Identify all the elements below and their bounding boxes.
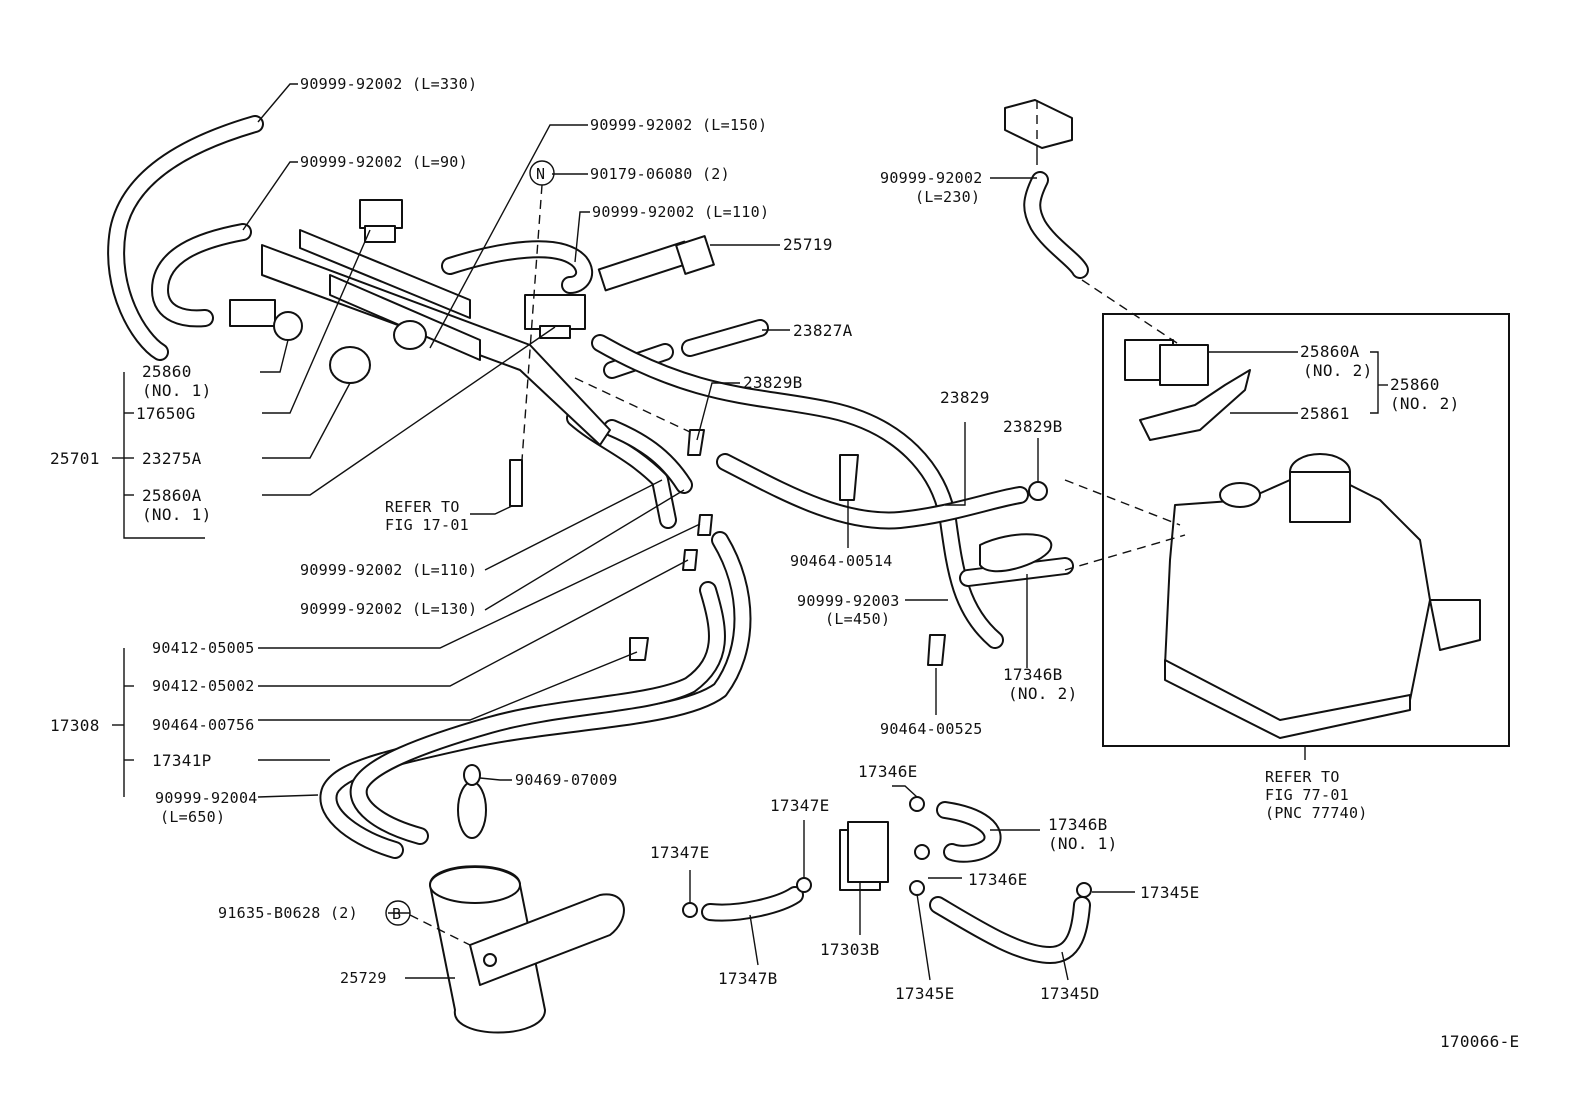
label-refer-to-2: REFER TO [1265, 768, 1340, 786]
marker-b-label: B [392, 905, 401, 923]
label-17345e-low: 17345E [895, 984, 955, 1003]
hoses [107, 115, 1091, 964]
vsv-valve-left [229, 299, 276, 327]
canister-box [1004, 99, 1510, 747]
label-25860-no2-sub: (NO. 2) [1390, 394, 1460, 413]
label-25701: 25701 [50, 449, 100, 468]
label-17303b: 17303B [820, 940, 880, 959]
lower-canister [429, 764, 625, 1034]
label-23827a: 23827A [793, 321, 853, 340]
label-l230: (L=230) [915, 188, 980, 206]
label-17650g: 17650G [136, 404, 196, 423]
label-25860-no1: (NO. 1) [142, 381, 212, 400]
reference-lines [409, 100, 1186, 946]
pressure-sensor [329, 346, 371, 384]
label-90412-05002: 90412-05002 [152, 677, 255, 695]
label-25860a-no2: 25860A [1300, 342, 1360, 361]
label-90464-00756: 90464-00756 [152, 716, 255, 734]
label-hose-l110-top: 90999-92002 (L=110) [592, 203, 769, 221]
label-17346b-no1-sub: (NO. 1) [1048, 834, 1118, 853]
label-91635: 91635-B0628 (2) [218, 904, 358, 922]
label-17347e-left: 17347E [650, 843, 710, 862]
label-25860a-no2-sub: (NO. 2) [1303, 361, 1373, 380]
label-17346e-top: 17346E [858, 762, 918, 781]
label-hose-l90: 90999-92002 (L=90) [300, 153, 468, 171]
label-17347b: 17347B [718, 969, 778, 988]
label-25860: 25860 [142, 362, 192, 381]
label-25719: 25719 [783, 235, 833, 254]
vsv-valve-top [359, 199, 403, 229]
label-hose-l110-low: 90999-92002 (L=110) [300, 561, 477, 579]
label-90469: 90469-07009 [515, 771, 618, 789]
label-25860a: 25860A [142, 486, 202, 505]
label-hose-l330: 90999-92002 (L=330) [300, 75, 477, 93]
label-17346b-no2-sub: (NO. 2) [1008, 684, 1078, 703]
label-17346b-no1: 17346B [1048, 815, 1108, 834]
label-90464-00525: 90464-00525 [880, 720, 983, 738]
fitting-17-01 [509, 459, 523, 507]
label-90412-05005: 90412-05005 [152, 639, 255, 657]
label-l450: (L=450) [825, 610, 890, 628]
marker-b: B [385, 900, 411, 926]
label-17346e-low: 17346E [968, 870, 1028, 889]
label-23829b-left: 23829B [743, 373, 803, 392]
label-hose-l130: 90999-92002 (L=130) [300, 600, 477, 618]
bracket-assembly [229, 199, 715, 507]
label-25729: 25729 [340, 969, 387, 987]
label-90999-92003: 90999-92003 [797, 592, 900, 610]
label-hose-l150: 90999-92002 (L=150) [590, 116, 767, 134]
label-17346b-no2: 17346B [1003, 665, 1063, 684]
label-pnc-77740: (PNC 77740) [1265, 804, 1368, 822]
label-17345e-right: 17345E [1140, 883, 1200, 902]
label-25860a-no1: (NO. 1) [142, 505, 212, 524]
label-fig-77-01: FIG 77-01 [1265, 786, 1349, 804]
label-23275a: 23275A [142, 449, 202, 468]
marker-n-label: N [536, 165, 545, 183]
marker-n: N [529, 160, 555, 186]
label-90179: 90179-06080 (2) [590, 165, 730, 183]
label-fig-17-01: FIG 17-01 [385, 516, 469, 534]
label-17341p: 17341P [152, 751, 212, 770]
vsv-valve-center [524, 294, 586, 330]
label-17308: 17308 [50, 716, 100, 735]
label-17345d: 17345D [1040, 984, 1100, 1003]
label-refer-to: REFER TO [385, 498, 460, 516]
label-90999-92004: 90999-92004 [155, 789, 258, 807]
label-23829b-right: 23829B [1003, 417, 1063, 436]
leader-lines [112, 83, 1388, 981]
part-labels: 90999-92002 (L=330) 90999-92002 (L=150) … [50, 75, 1519, 1051]
label-90464-00514: 90464-00514 [790, 552, 893, 570]
label-23829: 23829 [940, 388, 990, 407]
label-92002-top: 90999-92002 [880, 169, 983, 187]
label-25860-no2: 25860 [1390, 375, 1440, 394]
label-l650: (L=650) [160, 808, 225, 826]
figure-code: 170066-E [1440, 1032, 1519, 1051]
label-17347e-top: 17347E [770, 796, 830, 815]
label-25861: 25861 [1300, 404, 1350, 423]
